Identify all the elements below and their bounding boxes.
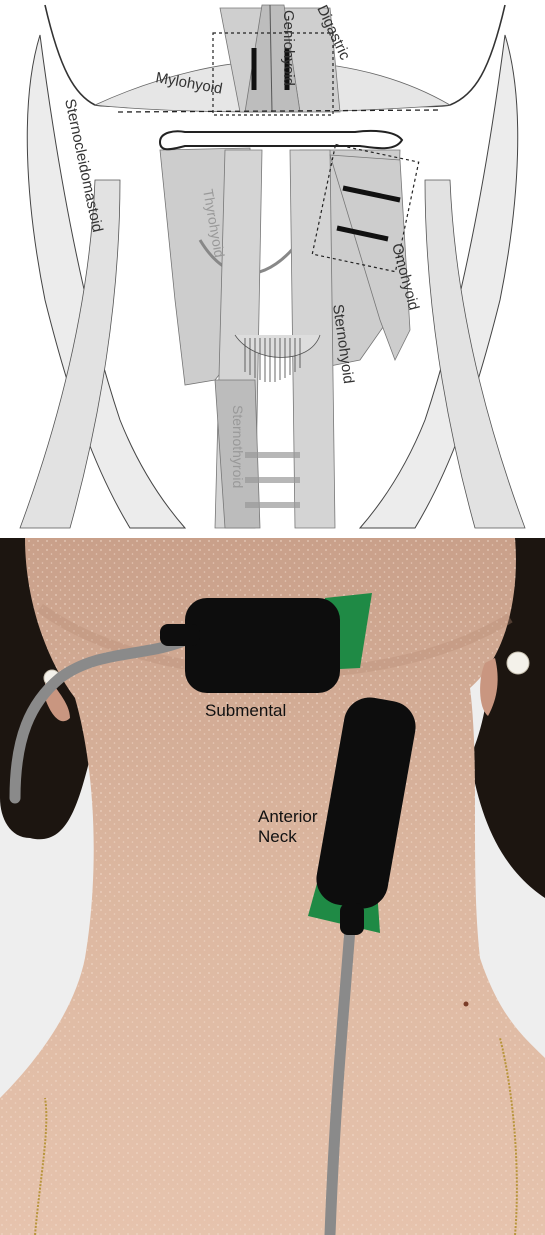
label-anterior-neck-line2: Neck — [258, 827, 297, 846]
hyoid-bone — [160, 131, 402, 149]
neck-muscle-diagram: Geniohyoid Digastric Mylohyoid Sternocle… — [0, 0, 545, 530]
submental-sensor[interactable] — [185, 598, 340, 693]
label-geniohyoid: Geniohyoid — [280, 10, 297, 86]
earring-right — [507, 652, 529, 674]
label-sternothyroid: Sternothyroid — [230, 405, 246, 488]
skin-mark — [464, 1002, 469, 1007]
neck-sensor-photo: Submental Anterior Neck — [0, 538, 545, 1235]
label-anterior-neck-line1: Anterior — [258, 807, 318, 826]
label-submental: Submental — [205, 701, 286, 720]
